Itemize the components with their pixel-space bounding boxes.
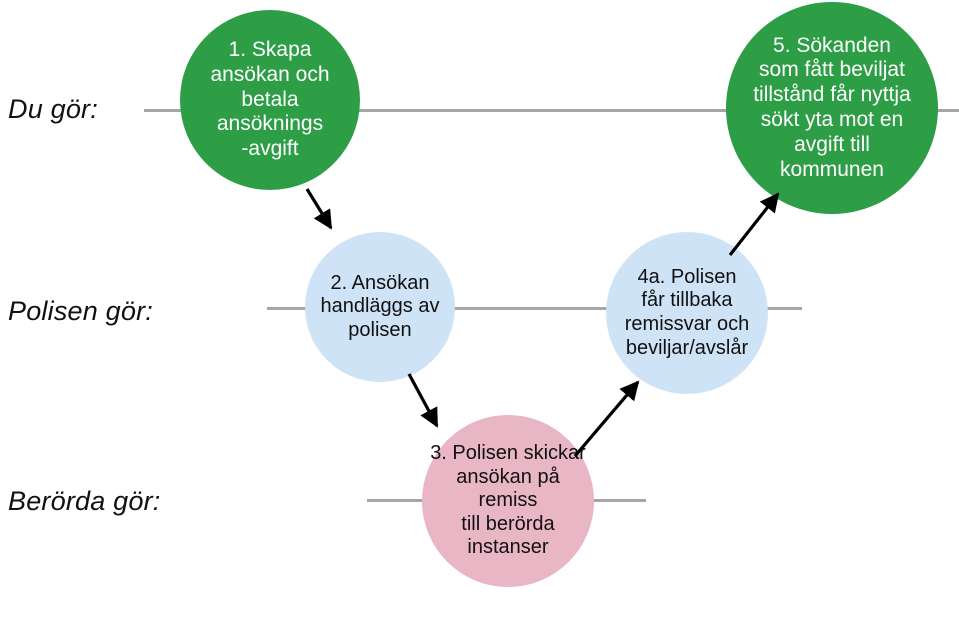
lane-line-du-middle bbox=[356, 109, 734, 112]
lane-line-du-left bbox=[144, 109, 186, 112]
lane-line-du-right bbox=[930, 109, 959, 112]
arrow-step-1-to-step-2 bbox=[305, 188, 333, 230]
lane-line-berorda-right bbox=[588, 499, 646, 502]
arrow-step-4a-to-step-5 bbox=[728, 192, 780, 256]
lane-line-polisen-right bbox=[762, 307, 802, 310]
lane-label-du-gor: Du gör: bbox=[8, 94, 98, 124]
lane-line-berorda-left bbox=[367, 499, 427, 502]
lane-label-berorda-gor: Berörda gör: bbox=[8, 486, 161, 516]
lane-label-polisen-gor: Polisen gör: bbox=[8, 296, 153, 326]
arrow-step-2-to-step-3 bbox=[407, 373, 439, 428]
lane-line-polisen-middle bbox=[452, 307, 612, 310]
lane-line-polisen-left bbox=[267, 307, 311, 310]
